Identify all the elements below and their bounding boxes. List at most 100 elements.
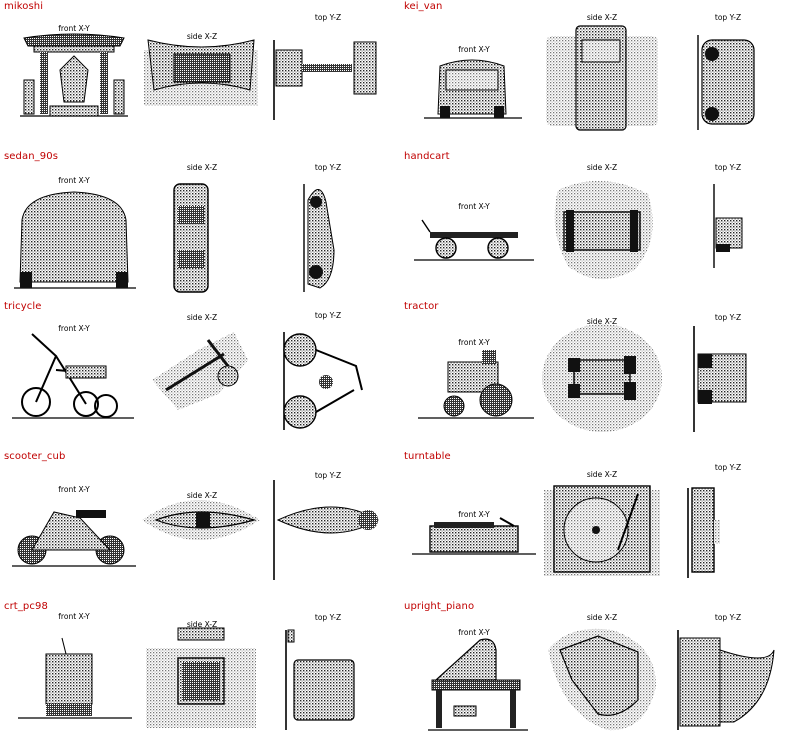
top-view-label: top Y-Z: [714, 613, 742, 622]
top-view: top Y-Z: [664, 160, 792, 280]
top-view-label: top Y-Z: [714, 163, 742, 172]
side-view-drawing: [542, 324, 662, 432]
top-view-label: top Y-Z: [314, 163, 342, 172]
front-view-label: front X-Y: [58, 176, 90, 185]
object-name: mikoshi: [4, 1, 44, 12]
side-view: side X-Z: [138, 10, 266, 130]
side-view: side X-Z: [538, 10, 666, 131]
front-view: front X-Y: [10, 610, 138, 730]
front-view-drawing: [12, 333, 134, 419]
top-view-drawing: [303, 184, 335, 292]
top-view-drawing: [677, 630, 775, 730]
object-name: tricycle: [4, 301, 42, 312]
side-view-label: side X-Z: [586, 470, 618, 479]
top-view-label: top Y-Z: [714, 313, 742, 322]
object-name: scooter_cub: [4, 451, 66, 462]
front-view: front X-Y: [410, 10, 538, 130]
top-view-label: top Y-Z: [714, 13, 742, 22]
side-view-label: side X-Z: [586, 163, 618, 172]
object-panel-turntable: turntable front X-Y side X-Z top Y-Z: [400, 450, 799, 600]
side-view-drawing: [544, 485, 660, 576]
side-view: side X-Z: [538, 460, 666, 580]
front-view: front X-Y: [10, 10, 138, 130]
front-view-drawing: [20, 33, 128, 117]
object-panel-tractor: tractor front X-Y side X-Z top Y-Z: [400, 300, 799, 450]
side-view-label: side X-Z: [586, 613, 618, 622]
top-view-drawing: [283, 332, 363, 430]
front-view: front X-Y: [410, 610, 538, 731]
front-view: front X-Y: [10, 160, 138, 289]
front-view: front X-Y: [10, 460, 138, 580]
top-view: top Y-Z: [664, 610, 792, 730]
top-view: top Y-Z: [264, 10, 392, 130]
side-view-label: side X-Z: [586, 13, 618, 22]
top-view-label: top Y-Z: [314, 311, 342, 320]
side-view-drawing: [173, 183, 209, 293]
side-view-drawing: [144, 39, 258, 106]
side-view-drawing: [146, 627, 256, 728]
front-view-label: front X-Y: [58, 324, 90, 333]
object-panel-mikoshi: mikoshi front X-Y side X-Z top Y-Z: [0, 0, 399, 150]
front-view-drawing: [418, 350, 534, 419]
front-view-label: front X-Y: [458, 202, 490, 211]
side-view-drawing: [152, 332, 248, 410]
front-view-drawing: [12, 510, 136, 567]
side-view: side X-Z: [138, 460, 266, 580]
top-view: top Y-Z: [264, 310, 392, 430]
front-view-label: front X-Y: [458, 628, 490, 637]
top-view-drawing: [273, 40, 377, 120]
top-view: top Y-Z: [264, 610, 392, 730]
front-view: front X-Y: [410, 310, 538, 430]
side-view: side X-Z: [138, 310, 266, 430]
side-view-label: side X-Z: [586, 317, 618, 326]
object-name: tractor: [404, 301, 439, 312]
side-view-drawing: [546, 25, 658, 131]
object-name: handcart: [404, 151, 450, 162]
top-view-drawing: [693, 326, 747, 432]
side-view-label: side X-Z: [186, 491, 218, 500]
top-view-drawing: [285, 629, 355, 730]
object-panel-tricycle: tricycle front X-Y side X-Z top Y-Z: [0, 300, 399, 450]
top-view: top Y-Z: [664, 310, 792, 432]
top-view: top Y-Z: [664, 460, 792, 580]
front-view-label: front X-Y: [458, 510, 490, 519]
front-view-drawing: [414, 219, 534, 261]
top-view: top Y-Z: [264, 160, 392, 292]
top-view: top Y-Z: [264, 460, 392, 580]
front-view: front X-Y: [410, 460, 538, 580]
front-view-label: front X-Y: [58, 24, 90, 33]
top-view-drawing: [273, 480, 379, 580]
side-view: side X-Z: [538, 310, 666, 432]
side-view-drawing: [142, 500, 260, 540]
object-panel-handcart: handcart front X-Y side X-Z top Y-Z: [400, 150, 799, 300]
top-view-label: top Y-Z: [714, 463, 742, 472]
front-view-drawing: [18, 637, 132, 719]
side-view: side X-Z: [538, 610, 666, 731]
object-name: turntable: [404, 451, 451, 462]
side-view: side X-Z: [138, 610, 266, 730]
side-view-label: side X-Z: [186, 313, 218, 322]
front-view-label: front X-Y: [58, 612, 90, 621]
side-view-label: side X-Z: [186, 32, 218, 41]
front-view-drawing: [428, 638, 528, 731]
object-name: crt_pc98: [4, 601, 48, 612]
object-name: kei_van: [404, 1, 443, 12]
top-view-drawing: [697, 35, 755, 130]
side-view-label: side X-Z: [186, 620, 218, 629]
front-view: front X-Y: [410, 160, 538, 280]
top-view-drawing: [713, 184, 743, 268]
object-name: upright_piano: [404, 601, 475, 612]
side-view-label: side X-Z: [186, 163, 218, 172]
front-view-label: front X-Y: [458, 338, 490, 347]
top-view-label: top Y-Z: [314, 613, 342, 622]
front-view: front X-Y: [10, 310, 138, 430]
top-view-label: top Y-Z: [314, 471, 342, 480]
side-view-drawing: [554, 180, 653, 280]
object-name: sedan_90s: [4, 151, 59, 162]
top-view-label: top Y-Z: [314, 13, 342, 22]
